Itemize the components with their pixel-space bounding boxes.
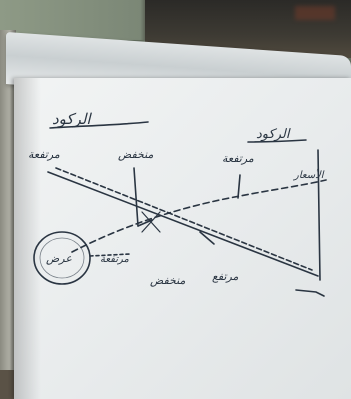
circled-note-inner bbox=[39, 237, 85, 279]
vertical-mark-right bbox=[317, 149, 321, 281]
small-cross bbox=[141, 211, 161, 233]
circle-connector bbox=[89, 253, 131, 257]
header-right-underline bbox=[247, 139, 307, 143]
label-top-left: مرتفعة bbox=[28, 148, 60, 161]
header-left-underline bbox=[49, 121, 149, 129]
vertical-mark-center bbox=[237, 174, 241, 199]
easel-stand bbox=[0, 30, 16, 399]
label-bottom-mid: منخفض bbox=[150, 274, 185, 287]
circle-note-text: عرض bbox=[46, 252, 72, 265]
label-top-right: مرتفعة bbox=[222, 152, 254, 165]
curve-line bbox=[71, 179, 327, 253]
corner-arrow bbox=[295, 289, 325, 297]
vertical-mark-mid bbox=[133, 167, 139, 227]
label-bottom-left: مرتفعة bbox=[100, 254, 130, 265]
label-top-mid: منخفض bbox=[118, 148, 153, 161]
header-right-text: الركود bbox=[256, 127, 291, 142]
flipchart-paper bbox=[14, 78, 351, 399]
circled-note bbox=[33, 231, 91, 285]
corner-mark-text: الأسعار bbox=[292, 168, 325, 181]
diagonal-line-b bbox=[55, 167, 313, 271]
label-bottom-right: مرتفع bbox=[212, 270, 239, 283]
header-left-text: الركود bbox=[52, 110, 92, 128]
diagonal-line-a bbox=[47, 171, 319, 277]
tick-right bbox=[199, 231, 215, 245]
